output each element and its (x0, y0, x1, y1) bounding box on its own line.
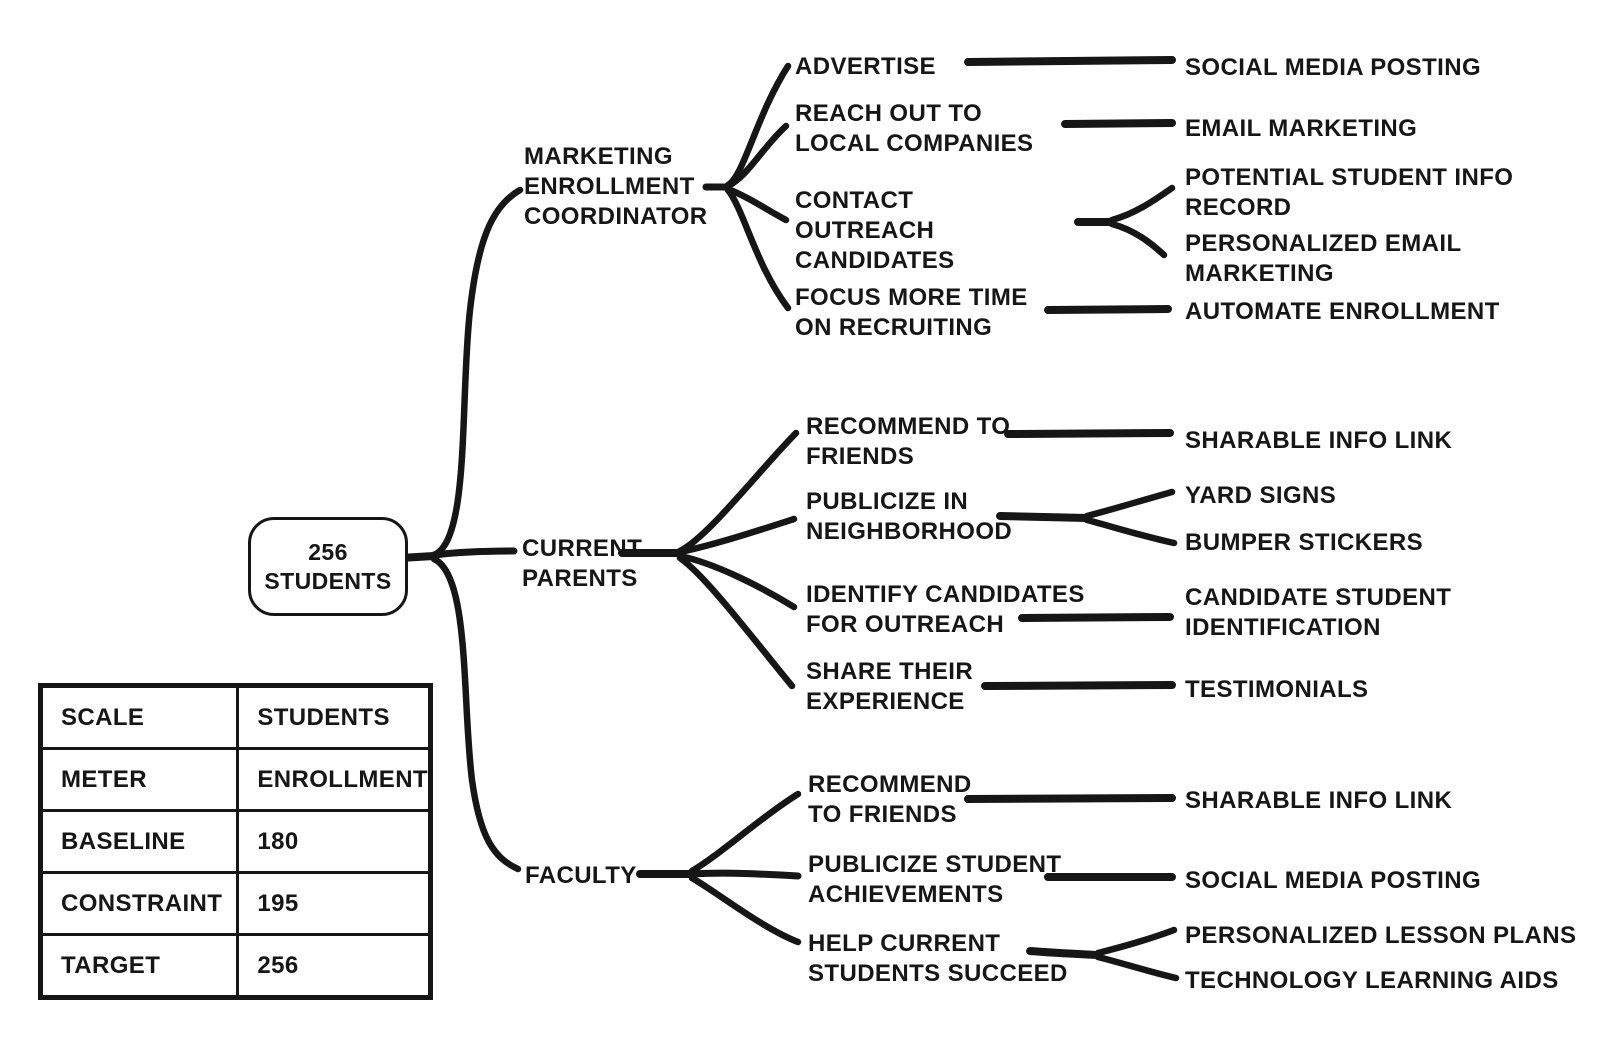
leaf-social-media-posting-2: SOCIAL MEDIA POSTING (1185, 867, 1482, 894)
branch-parents-label: CURRENT PARENTS (522, 535, 643, 592)
table-cell-key: SCALE (38, 684, 240, 750)
leaf-potential-student-info: POTENTIAL STUDENT INFO RECORD (1185, 164, 1514, 221)
edge-faculty-to-publicize (688, 869, 802, 880)
edge-help-to-lesson-plans (1094, 926, 1178, 957)
leaf-testimonials: TESTIMONIALS (1185, 676, 1369, 703)
edge-publicize-to-bumper (1083, 516, 1178, 547)
node-recommend-friends: RECOMMEND TO FRIENDS (806, 413, 1011, 470)
node-recommend-friends-2: RECOMMEND TO FRIENDS (808, 771, 972, 828)
metrics-table: SCALE STUDENTS METER ENROLLMENT BASELINE… (38, 683, 433, 1000)
leaf-personalized-email: PERSONALIZED EMAIL MARKETING (1185, 230, 1462, 287)
edge-advertise-to-social (964, 56, 1176, 66)
branch-marketing-label: MARKETING ENROLLMENT COORDINATOR (524, 143, 708, 230)
table-cell-key: TARGET (38, 933, 240, 999)
node-reach-out: REACH OUT TO LOCAL COMPANIES (795, 100, 1034, 157)
edge-marketing-to-advertise (724, 62, 792, 189)
node-share-experience: SHARE THEIR EXPERIENCE (806, 658, 974, 715)
edge-marketing-to-contact (724, 185, 790, 224)
edge-contact-to-potential (1108, 184, 1176, 224)
node-publicize-achievements: PUBLICIZE STUDENT ACHIEVEMENTS (808, 851, 1062, 908)
leaf-social-media-posting: SOCIAL MEDIA POSTING (1185, 54, 1482, 81)
node-help-students-succeed: HELP CURRENT STUDENTS SUCCEED (808, 930, 1068, 987)
edge-contact-to-personalized (1108, 220, 1168, 259)
edge-marketing-to-reach-out (724, 122, 790, 190)
edge-recommend-to-sharable (1004, 429, 1174, 438)
edge-faculty-to-recommend (688, 790, 802, 875)
edge-root-to-marketing (430, 186, 524, 559)
node-identify-candidates: IDENTIFY CANDIDATES FOR OUTREACH (806, 581, 1085, 638)
branch-faculty-label: FACULTY (525, 862, 637, 889)
edge-parents-to-recommend (676, 429, 800, 555)
leaf-email-marketing: EMAIL MARKETING (1185, 115, 1418, 142)
table-row: BASELINE 180 (38, 809, 432, 874)
node-contact-outreach: CONTACT OUTREACH CANDIDATES (795, 187, 955, 274)
table-cell-key: METER (38, 747, 240, 812)
table-row: CONSTRAINT 195 (38, 871, 432, 936)
leaf-technology-learning-aids: TECHNOLOGY LEARNING AIDS (1185, 967, 1559, 994)
edge-identify-to-candidate (1018, 613, 1174, 622)
edge-parents-to-publicize (676, 515, 798, 556)
root-node-label: 256 STUDENTS (264, 538, 392, 594)
edge-help-to-tech-aids (1094, 953, 1180, 982)
edge-faculty-to-help (688, 874, 802, 946)
table-cell-value: 195 (236, 871, 432, 936)
edge-publicize-stub (996, 512, 1091, 522)
leaf-bumper-stickers: BUMPER STICKERS (1185, 529, 1424, 556)
edge-root-to-faculty (430, 555, 522, 873)
leaf-candidate-identification: CANDIDATE STUDENT IDENTIFICATION (1185, 584, 1452, 641)
edge-share-to-testimonials (981, 681, 1176, 690)
edge-recommend2-to-sharable (964, 794, 1176, 803)
edge-parents-to-identify (676, 552, 798, 611)
node-publicize-neighborhood: PUBLICIZE IN NEIGHBORHOOD (806, 488, 1013, 545)
table-cell-key: BASELINE (38, 809, 240, 874)
node-advertise: ADVERTISE (795, 53, 936, 80)
table-row: METER ENROLLMENT (38, 747, 432, 812)
edge-focus-to-automate (1044, 305, 1172, 314)
leaf-automate-enrollment: AUTOMATE ENROLLMENT (1185, 298, 1500, 325)
leaf-sharable-info-link: SHARABLE INFO LINK (1185, 427, 1453, 454)
leaf-personalized-lesson-plans: PERSONALIZED LESSON PLANS (1185, 922, 1577, 949)
table-cell-value: 180 (236, 809, 432, 874)
edge-marketing-to-focus (724, 186, 792, 312)
table-row: SCALE STUDENTS (38, 684, 432, 750)
leaf-yard-signs: YARD SIGNS (1185, 482, 1337, 509)
edge-reach-out-to-email (1061, 119, 1176, 128)
table-cell-value: STUDENTS (236, 684, 432, 750)
edge-publicize-to-yard-signs (1083, 488, 1176, 520)
edge-root-to-parents (430, 547, 518, 559)
table-cell-value: 256 (236, 933, 432, 999)
node-focus-recruiting: FOCUS MORE TIME ON RECRUITING (795, 284, 1028, 341)
table-row: TARGET 256 (38, 933, 432, 999)
table-cell-value: ENROLLMENT (236, 747, 432, 812)
leaf-sharable-info-link-2: SHARABLE INFO LINK (1185, 787, 1453, 814)
root-node: 256 STUDENTS (248, 517, 408, 616)
edge-help-stub (1026, 947, 1102, 959)
edge-parents-to-share (676, 554, 796, 690)
table-cell-key: CONSTRAINT (38, 871, 240, 936)
